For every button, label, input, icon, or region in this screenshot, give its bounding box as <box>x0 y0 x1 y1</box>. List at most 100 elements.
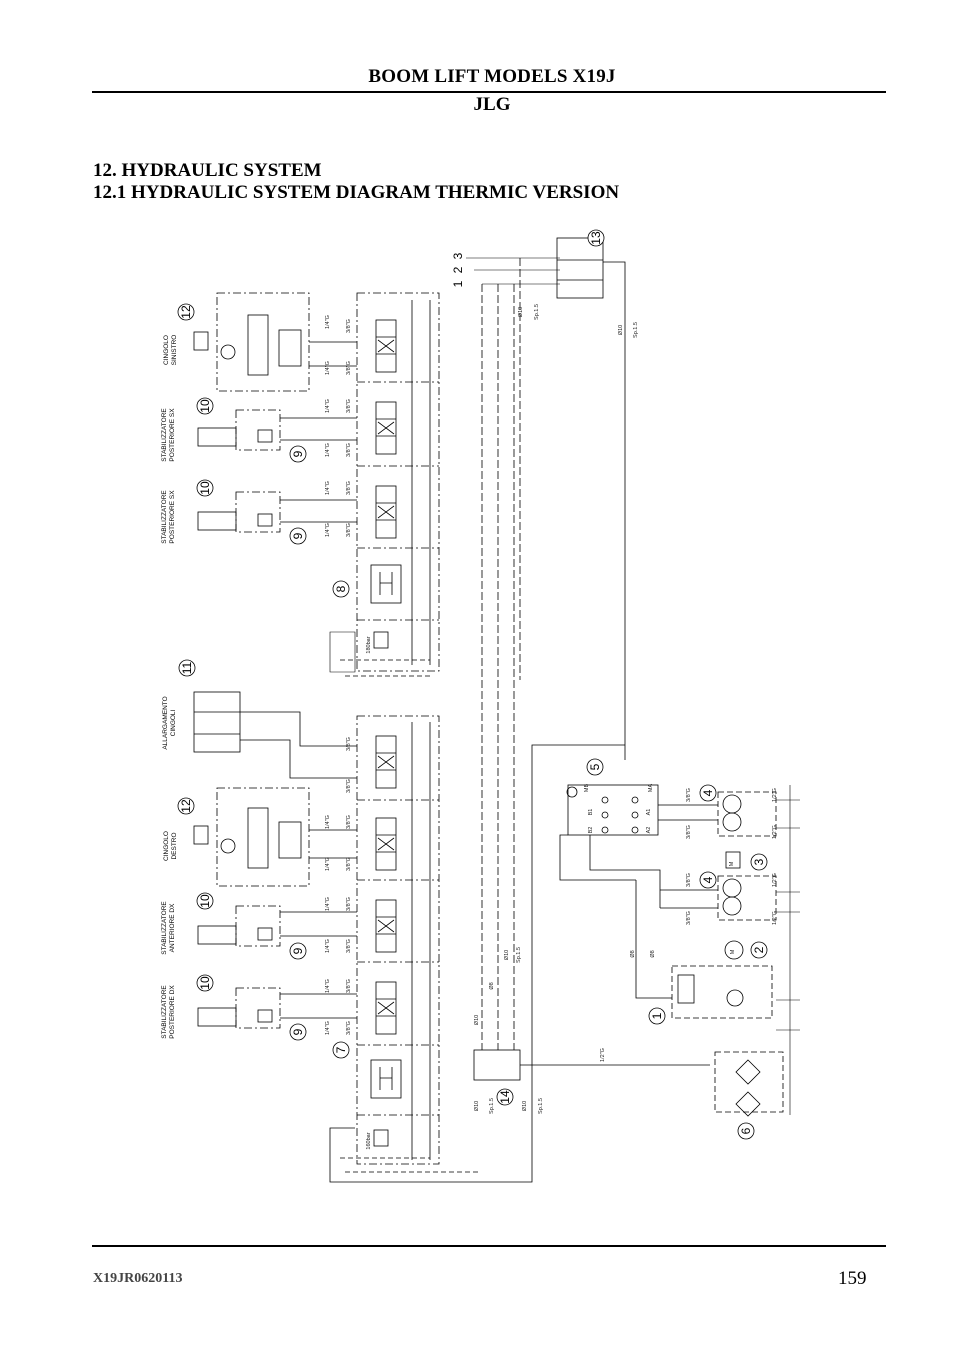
callout-6: 6 <box>739 1127 753 1134</box>
callout-13: 13 <box>589 231 603 245</box>
svg-text:Ø10: Ø10 <box>474 1015 480 1025</box>
svg-text:1/4"G: 1/4"G <box>325 1021 331 1035</box>
component-name: CINGOLI <box>170 709 177 736</box>
component-name: POSTERIORE DX <box>169 985 176 1039</box>
svg-text:3/8"G: 3/8"G <box>346 979 352 993</box>
component-name: STABILIZZATORE <box>161 408 168 462</box>
svg-text:A2: A2 <box>646 827 652 834</box>
svg-text:3/8"G: 3/8"G <box>346 1021 352 1035</box>
selector-valve-13 <box>556 237 604 299</box>
callout-10: 10 <box>198 894 212 908</box>
pump-4-upper-outline <box>717 791 777 837</box>
svg-text:3/8"G: 3/8"G <box>686 788 692 802</box>
svg-text:3/8"G: 3/8"G <box>346 319 352 333</box>
component-name: ALLARGAMENTO <box>162 696 169 749</box>
svg-text:M: M <box>730 949 736 954</box>
component-name: POSTERIORE SX <box>169 408 176 462</box>
callout-12: 12 <box>179 799 193 813</box>
footer-rule <box>92 1245 886 1247</box>
valve-bank-7-outline <box>356 715 440 1165</box>
component-name: STABILIZZATORE <box>161 901 168 955</box>
svg-text:3/8"G: 3/8"G <box>346 443 352 457</box>
svg-text:1/4"G: 1/4"G <box>325 361 331 375</box>
svg-text:Ø8: Ø8 <box>489 982 495 989</box>
svg-text:3/8"G: 3/8"G <box>346 481 352 495</box>
svg-text:Sp.1.5: Sp.1.5 <box>538 1098 544 1114</box>
motor-12-upper-outline <box>216 292 310 392</box>
svg-text:3/8"G: 3/8"G <box>686 873 692 887</box>
component-name: DESTRO <box>171 832 178 859</box>
callout-9: 9 <box>291 947 305 954</box>
motor-12-lower-outline <box>216 787 310 887</box>
section-subheading: 12.1 HYDRAULIC SYSTEM DIAGRAM THERMIC VE… <box>93 182 620 203</box>
svg-text:MA: MA <box>648 784 654 793</box>
svg-text:Ø8: Ø8 <box>630 950 636 957</box>
component-name: STABILIZZATORE <box>161 490 168 544</box>
svg-text:1/4"G: 1/4"G <box>325 399 331 413</box>
svg-text:1/4"G: 1/4"G <box>325 857 331 871</box>
svg-text:1/2"G: 1/2"G <box>772 873 778 887</box>
callout-10: 10 <box>198 399 212 413</box>
callout-9: 9 <box>291 532 305 539</box>
callout-4: 4 <box>701 876 715 883</box>
callout-12: 12 <box>179 305 193 319</box>
callout-11: 11 <box>180 661 194 674</box>
document-header-title: BOOM LIFT MODELS X19J <box>368 66 616 87</box>
cylinder-11 <box>193 691 241 753</box>
svg-text:Ø10: Ø10 <box>518 307 524 317</box>
callout-9: 9 <box>291 450 305 457</box>
svg-text:3/8"G: 3/8"G <box>346 857 352 871</box>
svg-text:3/8"G: 3/8"G <box>346 939 352 953</box>
component-name: ANTERIORE DX <box>169 903 176 952</box>
svg-text:1/4"G: 1/4"G <box>325 815 331 829</box>
page-number: 159 <box>838 1268 867 1289</box>
svg-text:3/8"G: 3/8"G <box>346 523 352 537</box>
callout-3: 3 <box>752 858 766 865</box>
svg-text:Ø8: Ø8 <box>650 950 656 957</box>
svg-text:180bar: 180bar <box>366 636 372 653</box>
svg-text:1/2"G: 1/2"G <box>772 825 778 839</box>
callout-9: 9 <box>291 1028 305 1035</box>
document-header-subtitle: JLG <box>473 94 511 115</box>
component-name: CINGOLO <box>163 831 170 861</box>
component-name: POSTERIORE SX <box>169 490 176 544</box>
svg-text:A1: A1 <box>646 809 652 816</box>
svg-text:3/8"G: 3/8"G <box>346 361 352 375</box>
header-rule <box>92 91 886 93</box>
callout-10: 10 <box>198 976 212 990</box>
filter-6-outline <box>714 1051 784 1113</box>
callout-4: 4 <box>701 789 715 796</box>
svg-text:Sp.1.5: Sp.1.5 <box>516 947 522 963</box>
svg-text:3/8"G: 3/8"G <box>686 825 692 839</box>
svg-text:1/2"G: 1/2"G <box>772 788 778 802</box>
svg-text:3/8"G: 3/8"G <box>346 897 352 911</box>
svg-text:Sp.1.5: Sp.1.5 <box>489 1098 495 1114</box>
svg-text:M: M <box>729 861 735 866</box>
svg-text:1/2"G: 1/2"G <box>772 911 778 925</box>
component-name: CINGOLO <box>163 335 170 365</box>
svg-text:B2: B2 <box>588 827 594 834</box>
svg-text:1/4"G: 1/4"G <box>325 979 331 993</box>
svg-text:1/4"G: 1/4"G <box>325 443 331 457</box>
callout-5: 5 <box>588 763 602 770</box>
svg-text:1/4"G: 1/4"G <box>325 481 331 495</box>
hydraulic-system-diagram: 12 10 9 10 9 8 11 12 10 9 10 9 7 13 5 4 … <box>161 229 800 1183</box>
port-label: 2 <box>451 266 465 273</box>
svg-text:Ø10: Ø10 <box>522 1101 528 1111</box>
document-code: X19JR0620113 <box>93 1271 183 1286</box>
section-heading: 12. HYDRAULIC SYSTEM <box>93 160 322 181</box>
svg-text:160bar: 160bar <box>366 1132 372 1149</box>
svg-text:Sp.1.5: Sp.1.5 <box>534 304 540 320</box>
svg-text:Sp.1.5: Sp.1.5 <box>633 322 639 338</box>
manifold-14 <box>473 1049 521 1081</box>
callout-7: 7 <box>334 1046 348 1053</box>
callout-1: 1 <box>650 1012 664 1019</box>
svg-text:1/4"G: 1/4"G <box>325 897 331 911</box>
pump-4-lower-outline <box>717 875 777 921</box>
svg-text:1/2"G: 1/2"G <box>600 1048 606 1062</box>
svg-text:B1: B1 <box>588 809 594 816</box>
distributor-5 <box>567 784 659 836</box>
svg-text:MB: MB <box>584 784 590 793</box>
callout-14: 14 <box>498 1090 512 1104</box>
svg-text:1/4"G: 1/4"G <box>325 939 331 953</box>
